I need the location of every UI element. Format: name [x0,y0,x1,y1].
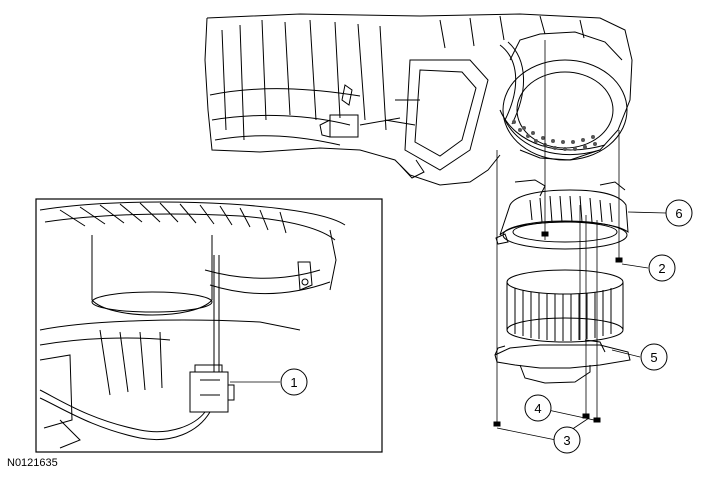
callout-4: 4 [524,394,552,422]
inset-detail-view [35,198,383,453]
callout-4-label: 4 [534,401,541,416]
callout-3: 3 [553,426,581,454]
callout-2-label: 2 [658,261,665,276]
figure-id-label: N0121635 [7,457,58,469]
honeycomb-texture [512,120,597,151]
callout-6-label: 6 [675,206,682,221]
blower-mounting-ring [495,179,629,250]
blower-motor-assembly [494,269,631,384]
callout-1-label: 1 [290,375,297,390]
electrical-connector [189,371,229,413]
callout-2: 2 [648,254,676,282]
callout-3-label: 3 [563,433,570,448]
callout-5-label: 5 [650,350,657,365]
callout-1: 1 [280,368,308,396]
fastener-leader-lines [496,40,620,425]
callout-6: 6 [665,199,693,227]
callout-5: 5 [640,343,668,371]
inset-frame [35,198,383,453]
hvac-housing [204,13,633,186]
